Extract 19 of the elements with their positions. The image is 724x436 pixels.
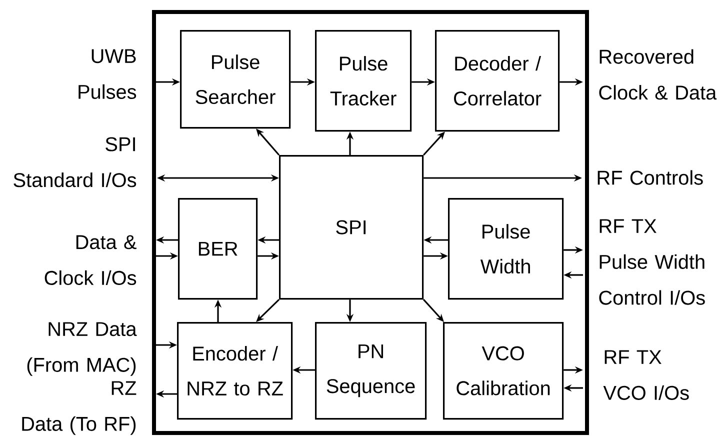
io-label: SPI Standard I/Os — [14, 137, 136, 188]
io-label: RF TX Pulse Width Control I/Os — [599, 219, 705, 305]
function-block: Encoder / NRZ to RZ — [177, 322, 293, 420]
function-block: SPI — [279, 155, 424, 300]
function-block: Pulse Width — [448, 198, 564, 300]
io-label: NRZ Data (From MAC) — [27, 322, 137, 376]
io-label: Recovered Clock & Data — [599, 49, 717, 100]
io-label: Data & Clock I/Os — [44, 235, 136, 286]
function-block: Decoder / Correlator — [435, 30, 560, 132]
io-label: UWB Pulses — [78, 49, 136, 99]
function-block: VCO Calibration — [443, 322, 564, 420]
io-label: RF TX VCO I/Os — [603, 350, 689, 400]
function-block: BER — [178, 198, 258, 300]
function-block: Pulse Tracker — [315, 30, 412, 132]
io-label: RF Controls — [598, 170, 703, 185]
chip-outline — [152, 10, 589, 435]
io-label: RZ Data (To RF) — [22, 381, 136, 435]
function-block: PN Sequence — [315, 322, 427, 420]
function-block: Pulse Searcher — [180, 30, 291, 129]
